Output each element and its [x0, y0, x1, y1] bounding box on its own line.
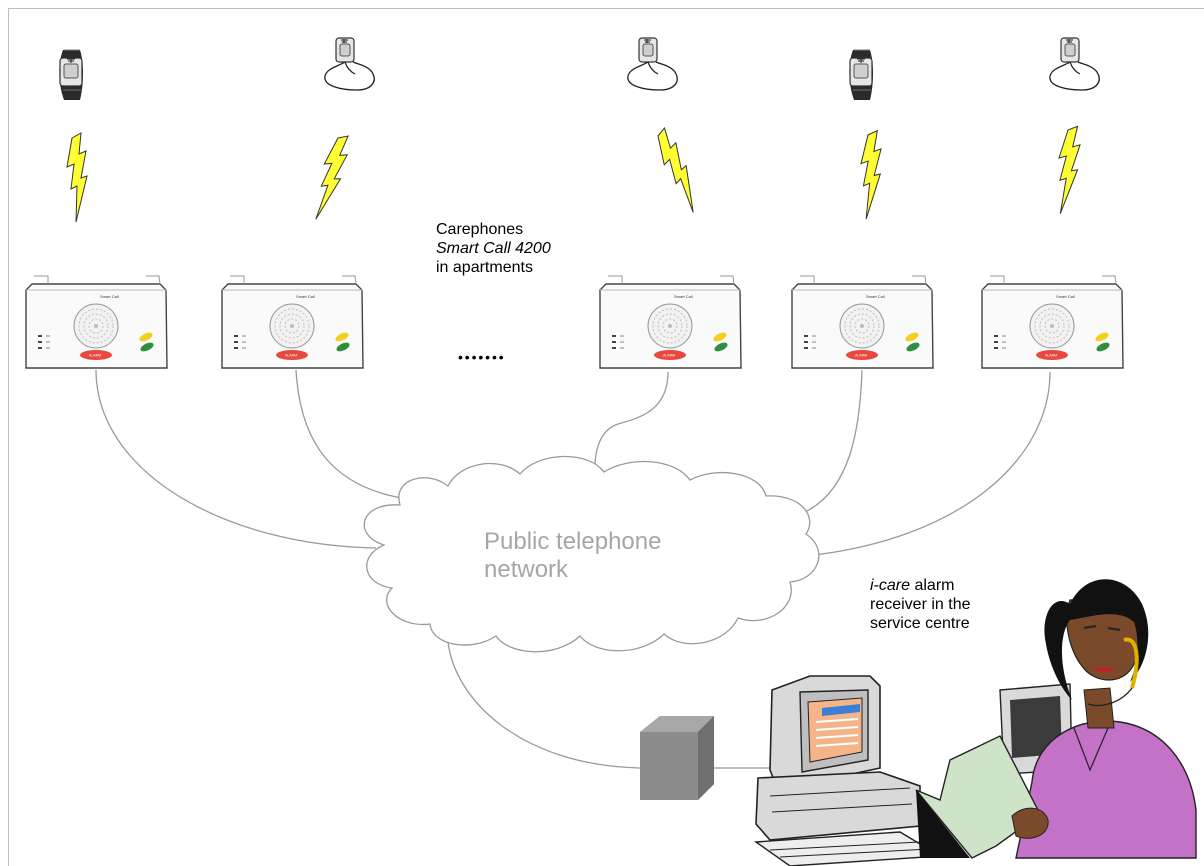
diagram-frame [8, 8, 1204, 866]
wireless-signal-icon [1050, 123, 1085, 216]
carephone-brand: Smart Call [296, 294, 315, 299]
carephone-brand: Smart Call [674, 294, 693, 299]
alarm-button-label: ALARM [89, 354, 101, 358]
wristband-transmitter-1 [58, 49, 84, 101]
carephone-device-4: Smart Call ALARM [791, 275, 934, 369]
alarm-button-label: ALARM [1045, 354, 1057, 358]
alarm-button-label: ALARM [285, 354, 297, 358]
wireless-signal-icon [66, 132, 88, 223]
receiver-brand: i-care [870, 577, 911, 594]
wristband-transmitter-2 [848, 49, 874, 101]
carephones-label-line3: in apartments [436, 259, 533, 276]
network-label: Public telephone network [484, 528, 661, 584]
wireless-signal-icon [306, 131, 355, 224]
alarm-button-label: ALARM [663, 354, 675, 358]
carephone-brand: Smart Call [866, 294, 885, 299]
alarm-pendant-icon [1049, 37, 1100, 91]
alarm-pendant-icon [627, 37, 678, 91]
carephone-brand: Smart Call [1056, 294, 1075, 299]
wireless-signal-icon [650, 125, 704, 217]
carephones-model: Smart Call 4200 [436, 240, 551, 257]
receiver-label-line1: i-care alarm [870, 576, 971, 595]
pendant-transmitter-2 [627, 37, 678, 91]
wireless-signal-icon [856, 129, 884, 221]
receiver-label-line1-rest: alarm [910, 577, 955, 594]
more-devices-ellipsis: • • • • • • • [458, 349, 504, 365]
carephone-device-5: Smart Call ALARM [981, 275, 1124, 369]
carephone-device-1: Smart Call ALARM [25, 275, 168, 369]
network-label-line1: Public telephone [484, 528, 662, 555]
computer-icon [753, 675, 943, 866]
alarm-wristband-icon [848, 49, 874, 101]
network-label-line2: network [484, 556, 569, 583]
alarm-button-label: ALARM [855, 354, 867, 358]
receiver-label: i-care alarm receiver in the service cen… [870, 576, 971, 633]
pendant-transmitter-1 [324, 37, 375, 91]
carephone-brand: Smart Call [100, 294, 119, 299]
carephone-device-2: Smart Call ALARM [221, 275, 364, 369]
carephones-label: Carephones Smart Call 4200 in apartments [436, 220, 551, 277]
operator-illustration [915, 579, 1197, 859]
carephone-device-3: Smart Call ALARM [599, 275, 742, 369]
receiver-label-line3: service centre [870, 615, 970, 632]
alarm-pendant-icon [324, 37, 375, 91]
carephones-label-line2: Smart Call 4200 [436, 239, 551, 258]
modem-box [640, 716, 714, 800]
carephones-label-line1: Carephones [436, 221, 524, 238]
telephone-wires [95, 369, 1051, 769]
alarm-wristband-icon [58, 49, 84, 101]
pendant-transmitter-3 [1049, 37, 1100, 91]
receiver-label-line2: receiver in the [870, 596, 971, 613]
network-cloud [363, 455, 820, 653]
